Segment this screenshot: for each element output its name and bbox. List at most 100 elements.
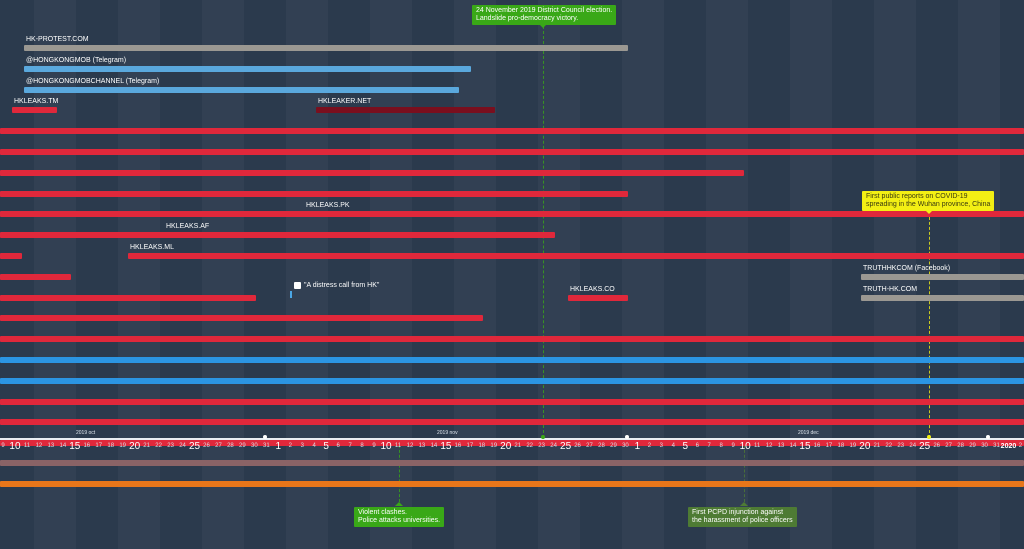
axis-tick: 27 bbox=[945, 443, 952, 449]
event-callout-pointer bbox=[539, 24, 547, 28]
axis-tick: 26 bbox=[203, 443, 210, 449]
month-label: 2019 oct bbox=[76, 430, 96, 436]
axis-tick: 27 bbox=[215, 443, 222, 449]
event-guide-line bbox=[744, 440, 745, 502]
month-label: 2019 dec bbox=[798, 430, 819, 436]
axis-tick: 12 bbox=[35, 443, 43, 449]
axis-tick: 18 bbox=[107, 443, 115, 449]
timeline-bar bbox=[0, 128, 1024, 134]
timeline-bar bbox=[316, 107, 495, 113]
axis-tick: 24 bbox=[550, 443, 557, 449]
axis-tick: 8 bbox=[360, 443, 364, 449]
timeline-bar bbox=[24, 87, 459, 93]
timeline-bar bbox=[0, 440, 1024, 446]
axis-tick: 22 bbox=[885, 443, 893, 449]
axis-tick: 15 bbox=[799, 441, 811, 452]
week-band bbox=[622, 0, 664, 549]
note-label: "A distress call from HK" bbox=[304, 282, 380, 289]
axis-tick: 17 bbox=[95, 443, 103, 449]
axis-tick: 14 bbox=[789, 443, 797, 449]
event-callout[interactable]: First public reports on COVID-19 spreadi… bbox=[862, 191, 995, 211]
event-callout[interactable]: First PCPD injunction against the harass… bbox=[688, 507, 797, 527]
event-callout[interactable]: 24 November 2019 District Council electi… bbox=[472, 5, 617, 25]
axis-tick: 19 bbox=[849, 443, 857, 449]
timeline-bar bbox=[0, 274, 71, 280]
axis-tick: 23 bbox=[167, 443, 174, 449]
axis-tick: 9 bbox=[372, 443, 376, 449]
axis-tick: 27 bbox=[586, 443, 593, 449]
timeline-bar bbox=[0, 378, 1024, 384]
axis-tick: 16 bbox=[454, 443, 462, 449]
axis-tick: 2 bbox=[288, 443, 292, 449]
axis-tick: 11 bbox=[23, 443, 31, 449]
axis-tick: 19 bbox=[490, 443, 498, 449]
timeline-bar bbox=[24, 45, 628, 51]
timeline-bar bbox=[0, 170, 744, 176]
timeline-bar-label: HKLEAKS.CO bbox=[570, 286, 615, 293]
event-callout-pointer bbox=[395, 502, 403, 506]
axis-tick: 23 bbox=[897, 443, 905, 449]
axis-tick: 6 bbox=[695, 443, 699, 449]
timeline-bar bbox=[0, 357, 1024, 363]
timeline-bar bbox=[24, 66, 471, 72]
axis-tick: 21 bbox=[873, 443, 881, 449]
timeline-bar-label: HKLEAKS.PK bbox=[306, 202, 350, 209]
week-band bbox=[286, 0, 328, 549]
axis-tick: 7 bbox=[707, 443, 711, 449]
axis-tick: 23 bbox=[538, 443, 545, 449]
axis-tick: 1 bbox=[275, 441, 282, 452]
timeline-bar bbox=[0, 399, 1024, 405]
axis-tick: 31 bbox=[262, 443, 270, 449]
axis-tick: 21 bbox=[514, 443, 522, 449]
axis-tick: 24 bbox=[179, 443, 186, 449]
month-tick bbox=[625, 435, 629, 439]
axis-tick: 10 bbox=[9, 441, 21, 452]
event-axis-marker bbox=[927, 435, 931, 439]
week-band bbox=[538, 0, 580, 549]
axis-tick: 28 bbox=[598, 443, 605, 449]
axis-tick: 17 bbox=[825, 443, 833, 449]
axis-tick: 21 bbox=[143, 443, 150, 449]
axis-tick: 18 bbox=[837, 443, 845, 449]
axis-tick: 13 bbox=[777, 443, 785, 449]
event-guide-line bbox=[929, 212, 930, 438]
timeline-bar bbox=[304, 211, 1024, 217]
axis-tick: 10 bbox=[380, 441, 392, 452]
axis-tick: 9 bbox=[731, 443, 735, 449]
axis-tick: 15 bbox=[440, 441, 452, 452]
timeline-bar bbox=[0, 232, 256, 238]
axis-tick: 5 bbox=[323, 441, 329, 452]
timeline-bar bbox=[861, 295, 1024, 301]
axis-tick: 4 bbox=[671, 443, 675, 449]
axis-tick: 11 bbox=[753, 443, 761, 449]
axis-line bbox=[0, 438, 1024, 440]
axis-tick: 25 bbox=[919, 441, 931, 452]
note-checkbox-icon[interactable] bbox=[294, 282, 301, 289]
axis-tick: 3 bbox=[659, 443, 664, 449]
axis-tick: 13 bbox=[418, 443, 426, 449]
axis-tick: 24 bbox=[909, 443, 917, 449]
timeline-bar-label: TRUTH-HK.COM bbox=[863, 286, 918, 293]
event-callout[interactable]: Violent clashes. Police attacks universi… bbox=[354, 507, 445, 527]
axis-tick: 16 bbox=[813, 443, 821, 449]
axis-tick: 10 bbox=[739, 441, 751, 452]
lower-bar bbox=[0, 481, 1024, 487]
axis-tick: 19 bbox=[119, 443, 127, 449]
axis-tick: 5 bbox=[682, 441, 689, 452]
axis-tick: 1 bbox=[634, 441, 641, 452]
timeline-bar-label: HK-PROTEST.COM bbox=[26, 36, 89, 43]
timeline-bar-label: HKLEAKS.AF bbox=[166, 223, 210, 230]
axis-tick: 12 bbox=[406, 443, 414, 449]
timeline-bar bbox=[0, 211, 495, 217]
timeline-bar bbox=[0, 253, 22, 259]
axis-tick: 15 bbox=[69, 441, 81, 452]
axis-tick: 25 bbox=[560, 441, 572, 452]
axis-tick: 26 bbox=[933, 443, 940, 449]
axis-tick: 25 bbox=[188, 441, 201, 452]
axis-tick: 13 bbox=[47, 443, 55, 449]
week-band bbox=[706, 0, 748, 549]
axis-tick: 18 bbox=[478, 443, 486, 449]
timeline-bar-label: @HONGKONGMOBCHANNEL (Telegram) bbox=[26, 78, 160, 85]
axis-tick: 6 bbox=[336, 443, 340, 449]
